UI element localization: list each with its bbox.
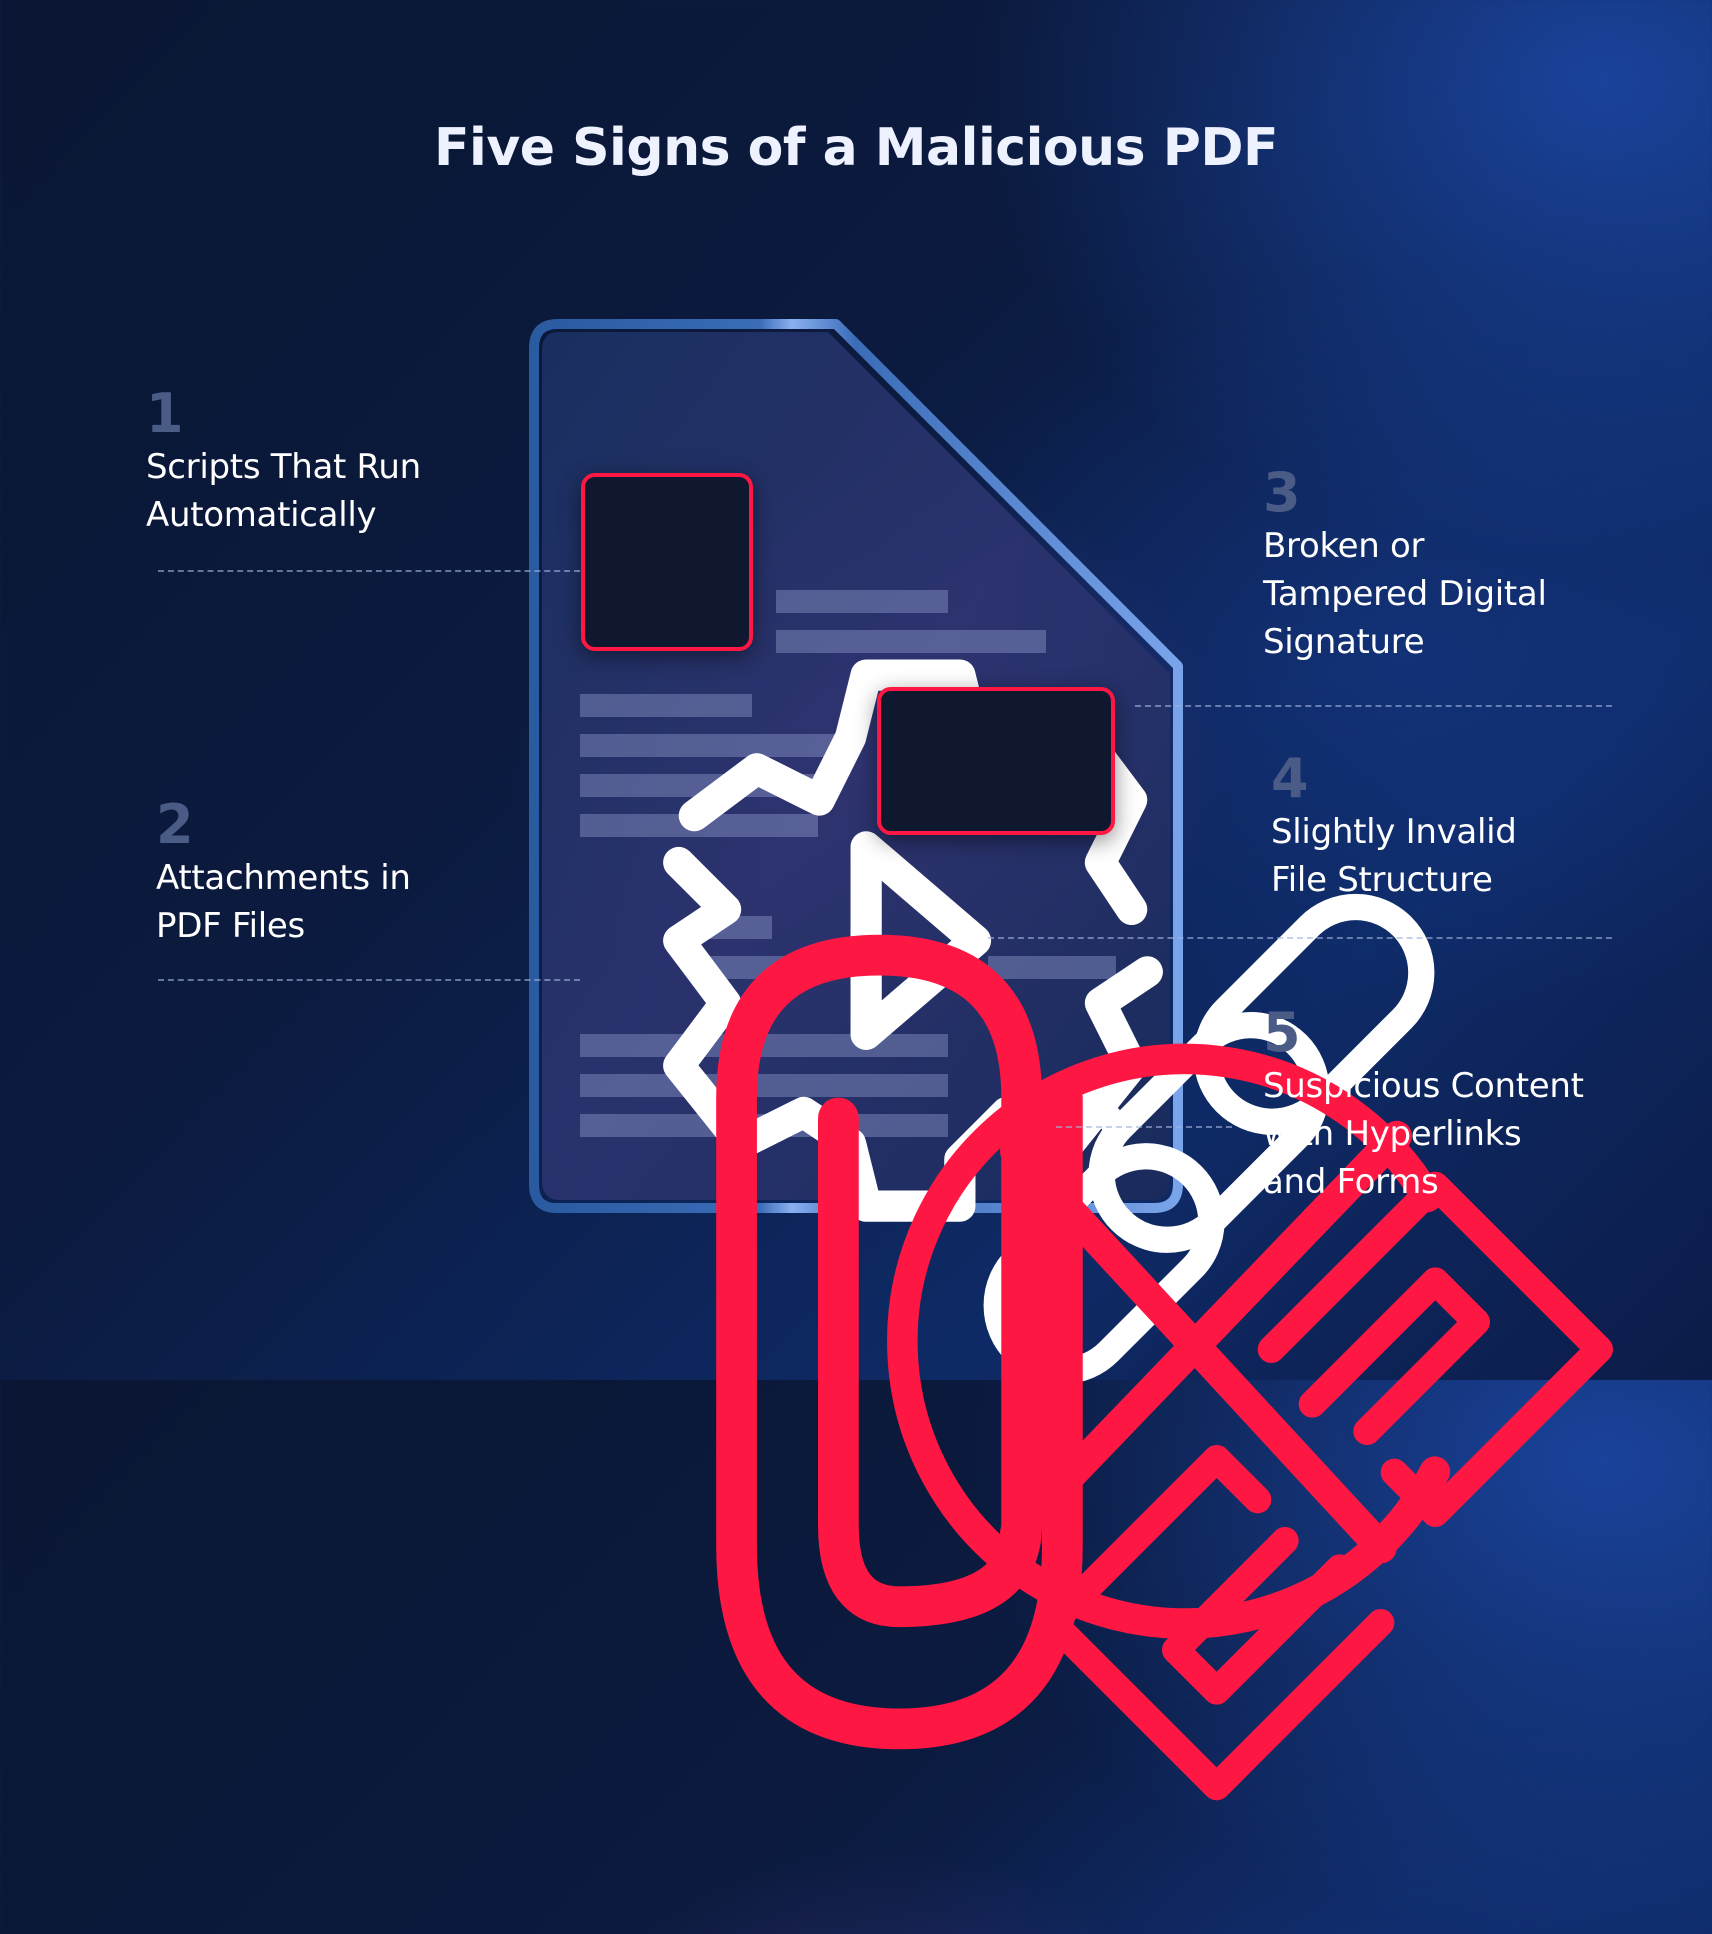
signature-icon-box — [877, 687, 1435, 1385]
doc-text-line — [776, 630, 1046, 653]
sign-label: Suspicious Content with Hyperlinks and F… — [1263, 1066, 1584, 1202]
doc-text-line — [580, 734, 850, 757]
sign-label: Scripts That Run Automatically — [146, 447, 421, 535]
sign-3: 3 Broken or Tampered Digital Signature — [1263, 464, 1547, 666]
sign-number: 1 — [146, 382, 184, 445]
pdf-document-illustration — [528, 318, 1613, 1801]
sign-5: 5 Suspicious Content with Hyperlinks and… — [1263, 1004, 1584, 1206]
sign-number: 3 — [1263, 461, 1301, 524]
connector-line — [1135, 705, 1612, 707]
sign-number: 4 — [1271, 747, 1309, 810]
scripts-icon-box — [581, 473, 1163, 1222]
connector-line — [158, 979, 580, 981]
doc-text-line — [580, 694, 752, 717]
connector-line — [988, 937, 1612, 939]
sign-2: 2 Attachments in PDF Files — [156, 796, 411, 950]
sign-1: 1 Scripts That Run Automatically — [146, 385, 421, 539]
page-title: Five Signs of a Malicious PDF — [433, 118, 1279, 178]
sign-label: Attachments in PDF Files — [156, 858, 411, 946]
sign-label: Slightly Invalid File Structure — [1271, 812, 1517, 900]
sign-number: 2 — [156, 793, 194, 856]
connector-line — [158, 570, 580, 572]
sign-label: Broken or Tampered Digital Signature — [1263, 526, 1547, 662]
doc-text-line — [988, 956, 1116, 979]
connector-line — [1056, 1126, 1232, 1128]
sign-number: 5 — [1263, 1001, 1301, 1064]
sign-4: 4 Slightly Invalid File Structure — [1271, 750, 1517, 904]
doc-text-line — [776, 590, 948, 613]
